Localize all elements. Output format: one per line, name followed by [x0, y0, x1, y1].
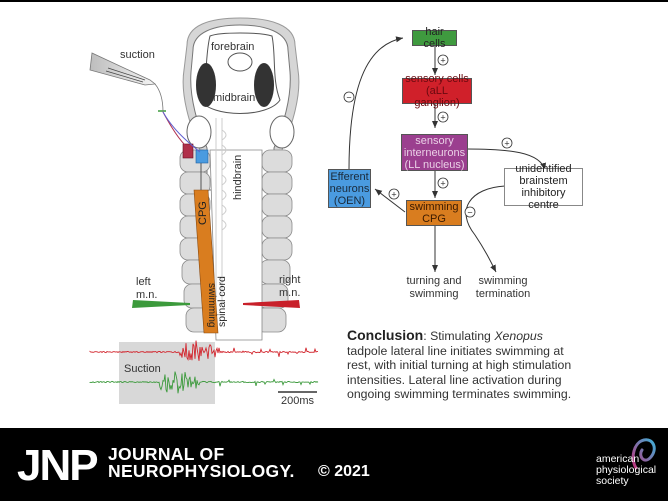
sign-plus: + [440, 113, 445, 123]
sign-plus: + [440, 56, 445, 66]
copyright: © 2021 [318, 463, 370, 480]
left-mn-label-1: left [136, 276, 151, 288]
node-inhibitory-centre: unidentified brainstem inhibitory centre [504, 163, 583, 211]
journal-footer: JNP JOURNAL OF NEUROPHYSIOLOGY. © 2021 a… [0, 428, 668, 501]
flowchart-signs: + + + + + − − [343, 54, 513, 218]
conclusion-line5: ongoing swimming terminates swimming. [347, 387, 572, 401]
node-inhibitory-line1: unidentified [515, 163, 572, 175]
sign-minus: − [467, 208, 472, 218]
sign-plus: + [504, 139, 509, 149]
midbrain-label: midbrain [213, 92, 255, 104]
node-cpg-line2: CPG [422, 213, 446, 225]
top-border [0, 0, 668, 2]
node-interneurons-line3: (LL nucleus) [404, 158, 465, 171]
node-sensory-cells-line1: sensory cells [405, 73, 469, 85]
scale-bar-label: 200ms [281, 395, 315, 407]
node-efferent-neurons: Efferent neurons (OEN) [328, 169, 371, 208]
left-electrode [132, 300, 190, 308]
node-interneurons-line2: interneurons [403, 146, 466, 159]
output-turning-2: swimming [410, 288, 459, 300]
journal-title-line2: NEUROPHYSIOLOGY. [108, 461, 295, 481]
sign-plus: + [391, 190, 396, 200]
node-sensory-cells-line2: (aLL ganglion) [414, 85, 460, 109]
node-cpg-line1: swimming [409, 201, 459, 213]
conclusion-species: Xenopus [494, 329, 543, 343]
journal-title-line1: JOURNAL OF [108, 444, 225, 464]
aps-line3: society [596, 475, 629, 487]
tadpole-body [179, 149, 293, 341]
hindbrain-label: hindbrain [232, 155, 244, 200]
hindbrain-segments [215, 118, 227, 300]
right-mn-label-1: right [279, 274, 300, 286]
node-efferent-line3: (OEN) [333, 194, 366, 207]
aps-logo-icon [631, 438, 656, 470]
output-termination-2: termination [476, 288, 530, 300]
node-sensory-interneurons: sensory interneurons (LL nucleus) [401, 134, 468, 171]
figure-canvas: suction forebrain midbrain hindbrain CPG… [89, 17, 547, 407]
right-mn-trace [89, 340, 318, 362]
arrow-efferent-to-hair [348, 36, 404, 171]
node-interneurons-line1: sensory [415, 134, 454, 147]
right-electrode [243, 300, 300, 308]
pineal-circle [227, 52, 253, 72]
node-inhibitory-line3: inhibitory centre [521, 187, 566, 211]
aps-line1: american [596, 453, 640, 465]
arrow-interneurons-to-inhibitory [465, 148, 547, 171]
jnp-logo: JNP [17, 441, 99, 490]
node-swimming-cpg: swimming CPG [406, 200, 462, 226]
output-termination-1: swimming [479, 275, 528, 287]
node-efferent-line1: Efferent [330, 170, 369, 183]
cpg-label: CPG [197, 201, 209, 225]
output-turning-1: turning and [406, 275, 461, 287]
node-efferent-line2: neurons [329, 182, 370, 195]
sensory-cells-marker [182, 143, 194, 159]
right-eye [254, 63, 274, 107]
suction-label: suction [120, 49, 155, 61]
right-mn-label-2: m.n. [279, 287, 300, 299]
conclusion-text: Conclusion: Stimulating Xenopus tadpole … [347, 328, 667, 402]
conclusion-heading: Conclusion [347, 327, 424, 343]
flowchart-arrows [348, 36, 547, 273]
swimming-cpg-column [193, 189, 219, 334]
suction-recording-label: Suction [124, 363, 161, 375]
conclusion-line4: intensities. Lateral line activation dur… [347, 372, 562, 387]
conclusion-line3: rest, with initial turning at high stimu… [347, 358, 572, 372]
arrow-cpg-to-efferent [374, 188, 406, 213]
forebrain-label: forebrain [211, 41, 254, 53]
node-inhibitory-line2: brainstem [519, 175, 568, 187]
journal-title: JOURNAL OF NEUROPHYSIOLOGY. [108, 444, 295, 481]
left-eye [196, 63, 216, 107]
recording-traces [89, 340, 319, 394]
right-otic [269, 115, 295, 149]
arrow-inhibitory-to-termination [465, 185, 506, 273]
interneuron-marker [195, 149, 209, 164]
aps-line2: physiological [596, 464, 657, 476]
suction-pipette [89, 52, 164, 113]
conclusion-line2: tadpole lateral line initiates swimming … [347, 343, 564, 358]
spinal-cord-label: spinal cord [216, 276, 228, 327]
node-hair-cells: hair cells [412, 26, 457, 50]
left-otic [186, 115, 212, 149]
conclusion-line1: : Stimulating [423, 329, 495, 343]
left-mn-trace [89, 371, 319, 394]
sign-minus: − [346, 93, 351, 103]
node-sensory-cells: sensory cells (aLL ganglion) [402, 73, 472, 109]
left-mn-label-2: m.n. [136, 289, 157, 301]
node-hair-cells-label: hair cells [423, 26, 446, 50]
sign-plus: + [440, 179, 445, 189]
swimming-label: swimming [206, 283, 217, 327]
aps-name: american physiological society [596, 454, 656, 487]
